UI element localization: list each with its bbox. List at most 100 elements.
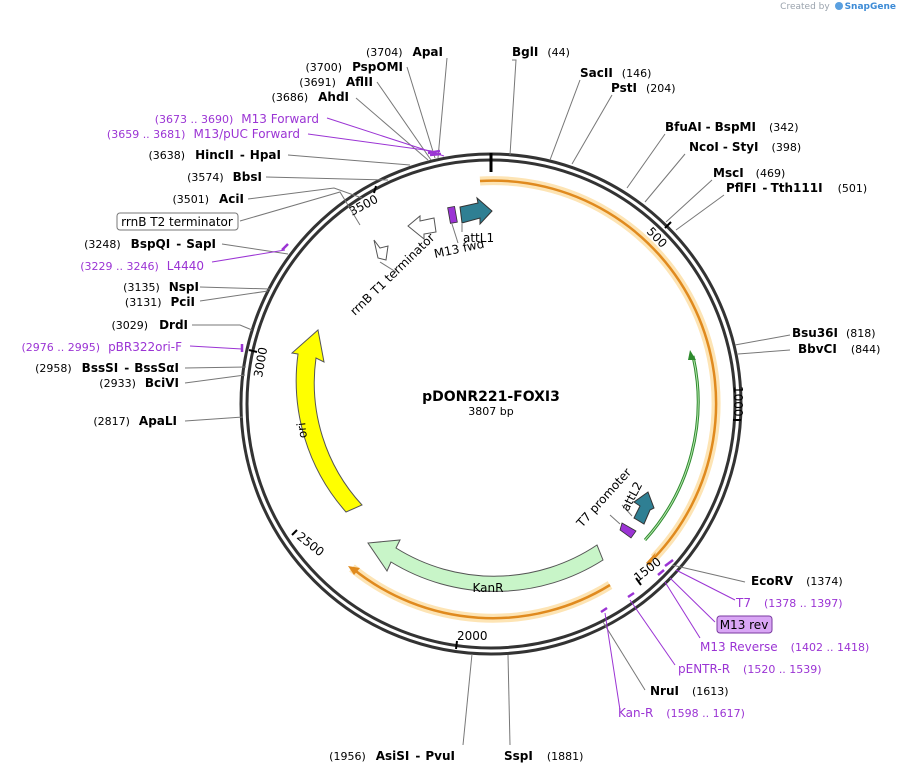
enzyme-nrui[interactable]: NruI (1613) xyxy=(650,684,729,698)
tick-mark-3500 xyxy=(373,185,377,194)
primer-kanr-p[interactable]: Kan-R(1598 .. 1617) xyxy=(618,706,745,720)
primer-t7-name: T7 xyxy=(735,596,751,610)
enzyme-bfuai-name: BfuAI xyxy=(665,120,702,134)
orange-insert-arc xyxy=(479,179,718,559)
enzyme-bsssi[interactable]: (2958)BssSI-BssSαI xyxy=(35,361,179,375)
primer-m13fwd-a-name: M13 Forward xyxy=(241,112,319,126)
primer-pbr322[interactable]: (2976 .. 2995)pBR322ori-F xyxy=(22,340,183,354)
enzyme-nrui-name: NruI xyxy=(650,684,679,698)
enzyme-apali-pos: (2817) xyxy=(93,415,130,428)
primer-m13fwd-a-range: (3673 .. 3690) xyxy=(155,113,234,126)
enzyme-bcivi[interactable]: (2933)BciVI xyxy=(99,376,179,390)
leader-m13rev xyxy=(669,577,716,623)
m13-rev-box[interactable]: M13 rev xyxy=(716,615,773,634)
leader-ncoi xyxy=(644,153,686,203)
attl2-arrow xyxy=(633,491,655,525)
enzyme-bbsi-name: BbsI xyxy=(233,170,262,184)
enzyme-ecorv-name: EcoRV xyxy=(751,574,794,588)
enzyme-bfuai[interactable]: BfuAI-BspMI(342) xyxy=(665,120,799,134)
enzyme-ahdi[interactable]: (3686)AhdI xyxy=(272,90,349,104)
primer-t7[interactable]: T7(1378 .. 1397) xyxy=(735,596,843,610)
leader-sacii xyxy=(549,79,581,161)
leader-hincii xyxy=(287,154,411,166)
primer-kanr-p-range: (1598 .. 1617) xyxy=(666,707,745,720)
attl1-label: attL1 xyxy=(463,231,494,245)
enzyme-drdi[interactable]: (3029)DrdI xyxy=(111,318,188,332)
primer-m13fwd-a[interactable]: (3673 .. 3690) M13 Forward xyxy=(155,112,319,126)
enzyme-apai[interactable]: (3704)ApaI xyxy=(366,45,443,59)
enzyme-sspi[interactable]: SspI(1881) xyxy=(504,749,583,763)
enzyme-asisi[interactable]: (1956)AsiSI-PvuI xyxy=(329,749,455,763)
enzyme-pspomi[interactable]: (3700)PspOMI xyxy=(305,60,403,74)
enzyme-nspi[interactable]: (3135)NspI xyxy=(123,280,199,294)
primer-m13puc[interactable]: (3659 .. 3681)M13/pUC Forward xyxy=(107,127,300,141)
primer-l4440[interactable]: (3229 .. 3246)L4440 xyxy=(80,259,204,273)
leader-ecorv xyxy=(671,564,746,583)
enzyme-pflfi-name: PflFI xyxy=(726,181,756,195)
leader-l4440 xyxy=(211,249,286,263)
leader-pcii xyxy=(199,290,269,302)
tick-mark-2500 xyxy=(291,529,298,536)
kanr-label: KanR xyxy=(473,581,504,595)
enzyme-bspqi[interactable]: (3248)BspQI-SapI xyxy=(84,237,216,251)
enzyme-sacii[interactable]: SacII(146) xyxy=(580,66,651,80)
leader-rrnb-t2 xyxy=(239,191,361,226)
enzyme-bsu36i[interactable]: Bsu36I(818) xyxy=(792,326,876,340)
rrnb-t2-box[interactable]: rrnB T2 terminator xyxy=(116,212,239,231)
enzyme-psti[interactable]: PstI(204) xyxy=(611,81,676,95)
primer-leaders xyxy=(189,117,736,711)
enzyme-pcii-name: PciI xyxy=(171,295,196,309)
enzyme-bgli[interactable]: BglI(44) xyxy=(512,45,570,59)
attl1-arrow xyxy=(459,196,493,226)
enzyme-bsssi-pos: (2958) xyxy=(35,362,72,375)
enzyme-bbsi-pos: (3574) xyxy=(187,171,224,184)
leader-bbsi xyxy=(265,176,389,181)
enzyme-aflii-pos: (3691) xyxy=(299,76,336,89)
enzyme-ncoi[interactable]: NcoI-StyI(398) xyxy=(689,140,801,154)
enzyme-acii[interactable]: (3501)AciI xyxy=(172,192,244,206)
enzyme-nrui-pos: (1613) xyxy=(692,685,729,698)
rrnb-t2-box-frame xyxy=(116,212,239,231)
leader-nrui xyxy=(602,621,646,691)
enzyme-msci[interactable]: MscI(469) xyxy=(713,166,785,180)
leader-m13puc xyxy=(307,133,433,152)
primer-pbr322-range: (2976 .. 2995) xyxy=(22,341,101,354)
enzyme-bbvci[interactable]: BbvCI (844) xyxy=(798,342,880,356)
enzyme-bgli-name: BglI xyxy=(512,45,538,59)
enzyme-bbvci-pos: (844) xyxy=(851,343,881,356)
enzyme-hincii[interactable]: (3638)HincII-HpaI xyxy=(148,148,281,162)
enzyme-ecorv[interactable]: EcoRV(1374) xyxy=(751,574,843,588)
enzyme-aflii-name: AflII xyxy=(346,75,373,89)
enzyme-nspi-pos: (3135) xyxy=(123,281,160,294)
leader-pbr322 xyxy=(189,345,243,350)
enzyme-pcii[interactable]: (3131)PciI xyxy=(125,295,195,309)
tick-3000: 3000 xyxy=(251,346,270,379)
snapgene-credit: Created by SnapGene xyxy=(780,2,896,12)
primer-m13rev-r[interactable]: M13 Reverse(1402 .. 1418) xyxy=(700,640,869,654)
enzyme-leaders xyxy=(184,57,791,746)
enzyme-apai-pos: (3704) xyxy=(366,46,403,59)
enzyme-aflii[interactable]: (3691) AflII xyxy=(299,75,373,89)
primer-pentr[interactable]: pENTR-R(1520 .. 1539) xyxy=(678,662,822,676)
enzyme-bbvci-name: BbvCI xyxy=(798,342,837,356)
enzyme-apali[interactable]: (2817) ApaLI xyxy=(93,414,177,428)
enzyme-pflfi[interactable]: PflFI-Tth111I(501) xyxy=(726,181,867,195)
green-orf-arrowhead xyxy=(688,350,696,360)
primer-m13puc-name: M13/pUC Forward xyxy=(193,127,300,141)
leader-pentr xyxy=(629,599,676,666)
leader-bfuai xyxy=(626,133,666,189)
enzyme-psti-name: PstI xyxy=(611,81,637,95)
kanr-arrow xyxy=(367,539,604,592)
tick-mark-1500 xyxy=(635,577,642,586)
enzyme-bbsi[interactable]: (3574) BbsI xyxy=(187,170,262,184)
enzyme-apali-name: ApaLI xyxy=(139,414,177,428)
enzyme-ahdi-pos: (3686) xyxy=(272,91,309,104)
orange-backbone-arc xyxy=(351,567,611,620)
ori-label: ori xyxy=(294,422,310,439)
enzyme-bspqi-name2: SapI xyxy=(186,237,216,251)
leader-bgli xyxy=(509,59,517,156)
primer-m13rev-r-range: (1402 .. 1418) xyxy=(791,641,870,654)
enzyme-bfuai-pos: (342) xyxy=(769,121,799,134)
enzyme-bsu36i-pos: (818) xyxy=(846,327,876,340)
enzyme-bfuai-name2: BspMI xyxy=(715,120,756,134)
